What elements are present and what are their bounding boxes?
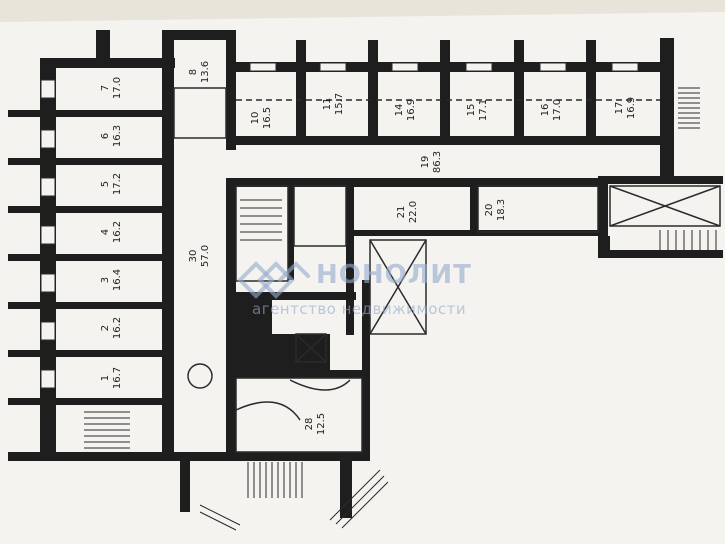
- stair-top-right: [678, 87, 700, 129]
- stair-entrance: [247, 462, 303, 498]
- room-area: 16.7: [112, 367, 123, 389]
- room-number: 21: [396, 206, 407, 219]
- top-left-wall: [40, 58, 175, 68]
- room-30-label: 30 57.0: [188, 245, 211, 267]
- room-1-label: 1 16.7: [100, 367, 123, 389]
- room-area: 57.0: [200, 245, 211, 267]
- room-14-label: 14 16.9: [394, 99, 417, 121]
- room-6-label: 6 16.3: [100, 125, 123, 147]
- room-number: 20: [484, 204, 495, 217]
- room-area: 17.2: [112, 173, 123, 195]
- room-number: 1: [100, 375, 111, 381]
- room-labels: 7 17.0 6 16.3 5 17.2 4 16.2 3 16.4 2 16.…: [100, 61, 637, 435]
- room-19-label: 19 86.3: [420, 151, 443, 173]
- room-16-label: 16 17.0: [540, 99, 563, 121]
- room-number: 10: [250, 112, 261, 125]
- room-number: 2: [100, 325, 111, 331]
- stair-central: [240, 199, 282, 241]
- windows: [40, 62, 639, 389]
- room-number: 3: [100, 277, 111, 283]
- stair-left-bottom: [84, 411, 130, 449]
- ramps: [199, 469, 389, 531]
- room-20-label: 20 18.3: [484, 199, 507, 221]
- room-area: 16.2: [112, 221, 123, 243]
- room-number: 16: [540, 104, 551, 117]
- room-area: 17.1: [478, 99, 489, 121]
- room-28-label: 28 12.5: [304, 413, 327, 435]
- room-area: 15.7: [334, 93, 345, 115]
- room-number: 19: [420, 156, 431, 169]
- room-number: 17: [614, 102, 625, 115]
- staircases: [84, 87, 717, 498]
- room-number: 7: [100, 85, 111, 91]
- room-number: 8: [188, 69, 199, 75]
- room-area: 16.9: [406, 99, 417, 121]
- room-area: 18.3: [496, 199, 507, 221]
- room-2-label: 2 16.2: [100, 317, 123, 339]
- room-area: 17.0: [552, 99, 563, 121]
- room-number: 6: [100, 133, 111, 139]
- room-4-label: 4 16.2: [100, 221, 123, 243]
- room-17-label: 17 16.9: [614, 97, 637, 119]
- column-circle: [187, 363, 213, 389]
- room-area: 16.9: [626, 97, 637, 119]
- room-number: 11: [322, 98, 333, 111]
- room-5-label: 5 17.2: [100, 173, 123, 195]
- room-number: 14: [394, 104, 405, 117]
- room-number: 28: [304, 418, 315, 431]
- room-area: 22.0: [408, 201, 419, 223]
- room-number: 4: [100, 229, 111, 235]
- room-area: 17.0: [112, 77, 123, 99]
- room-area: 16.3: [112, 125, 123, 147]
- room-3-label: 3 16.4: [100, 269, 123, 291]
- room-area: 16.4: [112, 269, 123, 291]
- room-area: 12.5: [316, 413, 327, 435]
- room-21-label: 21 22.0: [396, 201, 419, 223]
- room-area: 86.3: [432, 151, 443, 173]
- room-8-label: 8 13.6: [188, 61, 211, 83]
- room-10-label: 10 16.5: [250, 107, 273, 129]
- room-number: 30: [188, 250, 199, 263]
- room-number: 15: [466, 104, 477, 117]
- room-15-label: 15 17.1: [466, 99, 489, 121]
- room-area: 13.6: [200, 61, 211, 83]
- room-number: 5: [100, 181, 111, 187]
- room-area: 16.5: [262, 107, 273, 129]
- top-wing-inner-wall: [226, 136, 674, 145]
- left-inner-wall: [162, 40, 174, 460]
- room-area: 16.2: [112, 317, 123, 339]
- corridor-lower-wall: [226, 178, 606, 187]
- room-11-label: 11 15.7: [322, 93, 345, 115]
- room-7-label: 7 17.0: [100, 77, 123, 99]
- stair-right-wing: [659, 230, 717, 250]
